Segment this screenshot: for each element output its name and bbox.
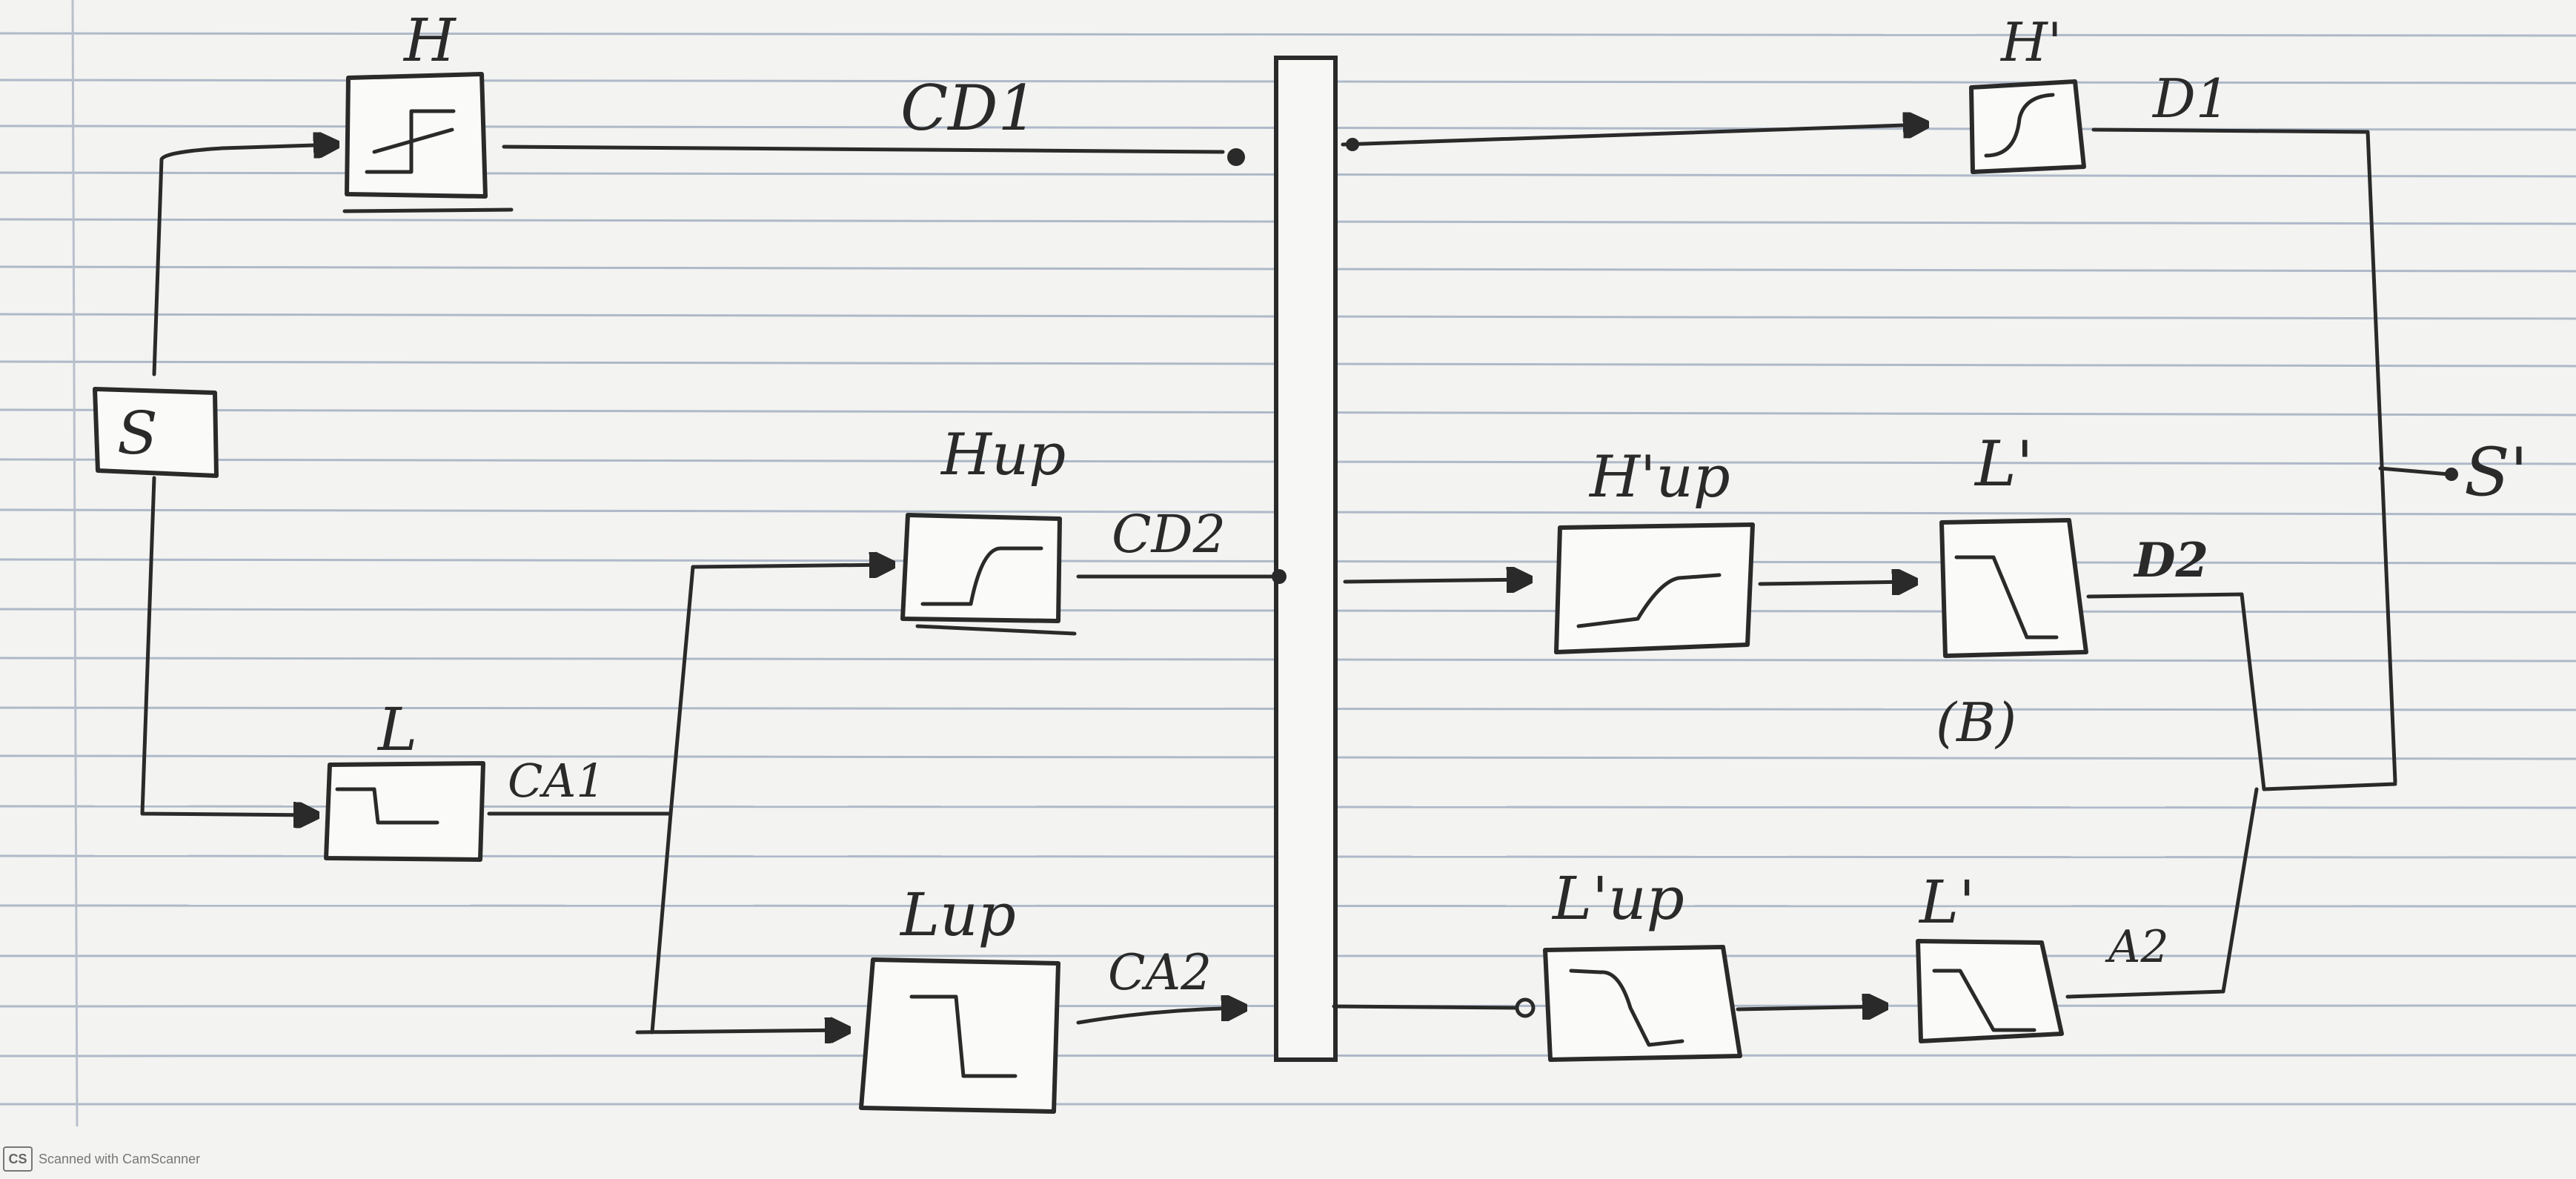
block-hup [900, 513, 1077, 636]
wire-s-to-h [152, 145, 337, 376]
label-paren-note: (B) [1936, 691, 2016, 754]
label-l: L [376, 695, 417, 764]
watermark-text: Scanned with CamScanner [39, 1151, 201, 1166]
label-s: S [117, 399, 158, 468]
block-s [93, 387, 219, 478]
block-lprime-low [1916, 939, 2064, 1043]
wire-lprimeup-to-lprime [1736, 1006, 1886, 1009]
wire-hprimeup-to-lprime [1758, 582, 1916, 584]
block-lprime-up [1543, 945, 1742, 1062]
camscanner-logo-icon: CS [3, 1146, 33, 1172]
central-bus [1274, 56, 1338, 1062]
wire-split-to-lup [635, 1030, 849, 1032]
wire-lup-to-bus [1076, 1008, 1245, 1025]
wire-lprime-low-out [2065, 787, 2259, 999]
wire-bus-to-hprime [1341, 124, 1927, 147]
block-l [324, 761, 485, 862]
label-h-prime: H' [1999, 11, 2062, 73]
scanner-watermark: CS Scanned with CamScanner [3, 1146, 200, 1172]
label-hup: Hup [940, 422, 1066, 488]
wire-to-sprime [2378, 466, 2451, 476]
label-hprime-up: H'up [1588, 444, 1730, 511]
wires [140, 124, 2458, 1034]
block-hprime-up [1554, 522, 1755, 654]
label-h: H [402, 6, 457, 75]
wire-bus-to-hprimeup [1343, 579, 1530, 582]
label-lup: Lup [899, 880, 1016, 949]
label-ca2: CA2 [1108, 944, 1212, 1001]
labels: S H H' L Hup Lup H'up L'up L' L' CD1 CD2… [117, 6, 2528, 1001]
wire-bus-to-lprimeup [1332, 1004, 1518, 1010]
block-h [342, 72, 514, 213]
label-d1: D1 [2151, 67, 2230, 130]
wire-s-to-l [140, 476, 317, 815]
block-lprime-mid [1939, 518, 2088, 658]
label-d2: D2 [2133, 533, 2208, 588]
label-a2: A2 [2105, 921, 2169, 973]
wire-split-vertical [650, 565, 695, 1034]
label-cd1: CD1 [900, 72, 1038, 145]
label-lprime-mid: L' [1974, 428, 2034, 500]
wire-h-to-bus [502, 145, 1225, 154]
block-lup [859, 957, 1060, 1114]
wire-lprime-mid-out [2086, 592, 2397, 791]
label-lprime-up: L'up [1551, 864, 1684, 933]
label-ca1: CA1 [508, 754, 605, 808]
label-lprime-low: L' [1918, 868, 1975, 937]
wire-split-to-hup [691, 565, 893, 567]
label-cd2: CD2 [1112, 504, 1226, 565]
label-sprime: S' [2464, 434, 2528, 511]
block-h-prime [1969, 79, 2086, 174]
wire-hprime-out [2091, 127, 2397, 784]
